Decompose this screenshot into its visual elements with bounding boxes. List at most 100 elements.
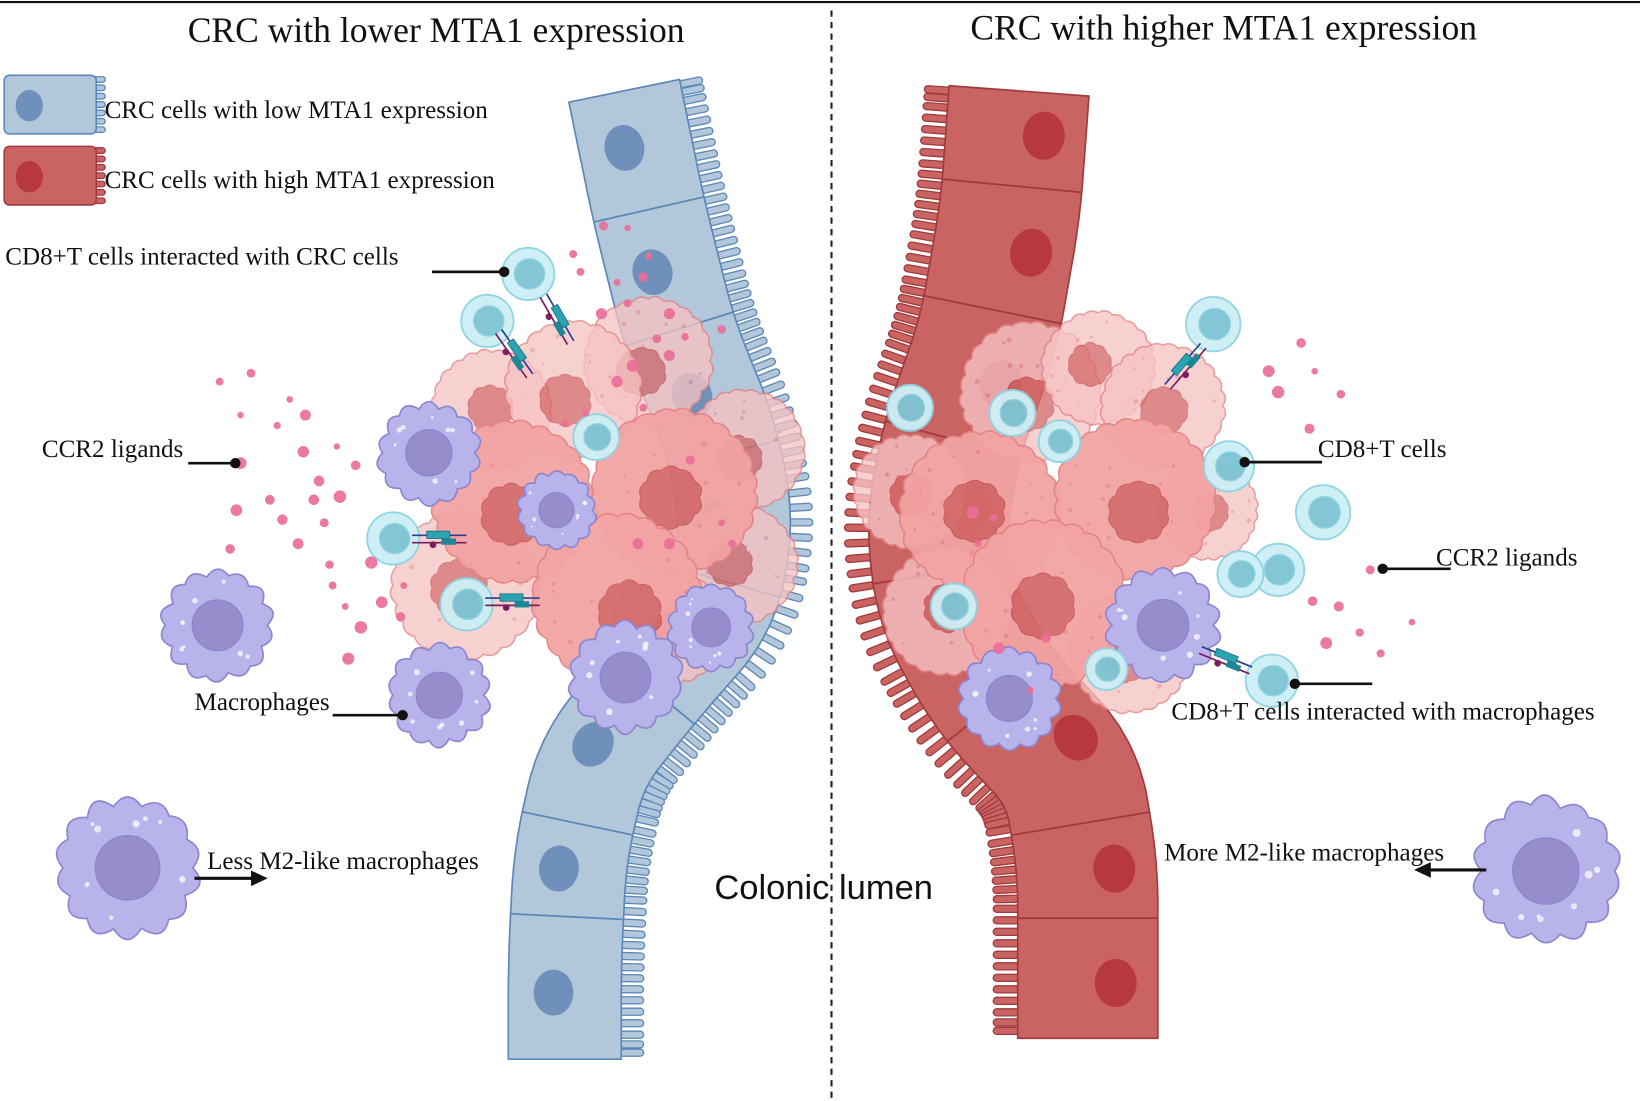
- label-more-m2: More M2-like macrophages: [1164, 840, 1444, 867]
- label-cd8-right: CD8+T cells: [1318, 436, 1447, 463]
- ccr2-ligand-dot: [365, 556, 378, 569]
- nucleus: [1512, 837, 1580, 905]
- nucleus: [1093, 844, 1136, 893]
- macrophage-layer: [55, 400, 1621, 944]
- nucleus: [1094, 656, 1121, 682]
- leader-ccr2-left: [188, 457, 241, 469]
- cd8-t-cell: [929, 582, 978, 631]
- leader-macrophages: [332, 709, 408, 721]
- legend-label-high: CRC cells with high MTA1 expression: [105, 167, 496, 194]
- microvillus: [893, 311, 925, 327]
- microvillus: [985, 824, 1018, 837]
- microvillus: [968, 780, 995, 806]
- nucleus: [1263, 554, 1296, 586]
- nucleus: [191, 599, 244, 652]
- cd8-t-cell: [885, 383, 934, 432]
- ccr2-ligand-dot: [1336, 389, 1346, 399]
- nucleus: [1010, 228, 1053, 277]
- ccr2-ligand-dot: [319, 518, 329, 528]
- microvillus: [984, 815, 1017, 830]
- right-panel-title: CRC with higher MTA1 expression: [970, 8, 1477, 48]
- arrow-right-icon: [194, 870, 268, 887]
- ccr2-ligand-dot: [308, 494, 320, 506]
- macrophage: [567, 619, 684, 736]
- ccr2-ligand-dot: [561, 420, 569, 427]
- macrophage: [160, 568, 274, 683]
- ccr2-ligand-dot: [1041, 632, 1051, 643]
- nucleus: [1308, 495, 1341, 529]
- ccr2-ligand-dot: [639, 403, 648, 412]
- ccr2-ligand-dot: [993, 642, 1005, 655]
- microvillus: [992, 884, 1025, 895]
- nucleus: [1227, 560, 1256, 589]
- macrophage: [666, 583, 755, 673]
- microvillus: [890, 320, 923, 337]
- cd8-t-cell: [1037, 419, 1082, 464]
- ccr2-ligand-dot: [395, 612, 406, 622]
- tcr-receptor-complex: [485, 593, 540, 611]
- nucleus: [941, 592, 970, 621]
- microvillus: [925, 733, 953, 757]
- arrow-left-icon: [1414, 862, 1487, 878]
- ccr2-ligand-dot: [652, 334, 662, 344]
- label-cd8-macrophage: CD8+T cells interacted with macrophages: [1171, 698, 1594, 725]
- label-cd8-crc: CD8+T cells interacted with CRC cells: [5, 244, 398, 271]
- microvillus: [884, 338, 917, 355]
- microvillus: [855, 609, 888, 625]
- macrophage: [388, 641, 491, 749]
- macrophage: [957, 645, 1062, 752]
- leader-dot: [1239, 456, 1250, 468]
- nucleus: [1068, 341, 1112, 387]
- microvillus: [897, 293, 930, 308]
- ccr2-ligand-dot: [1304, 423, 1315, 434]
- cd8-t-cell: [1202, 440, 1255, 493]
- ccr2-ligand-dot: [1355, 628, 1364, 637]
- cd8-t-cell: [988, 389, 1037, 437]
- ccr2-ligand-dot: [215, 377, 224, 386]
- ccr2-ligand-dot: [354, 621, 368, 634]
- ccr2-ligand-dot: [582, 409, 590, 417]
- epithelial-cell: [941, 84, 1090, 194]
- legend-label-low: CRC cells with low MTA1 expression: [105, 97, 489, 124]
- ccr2-ligand-dot: [1311, 367, 1319, 375]
- microvillus: [944, 754, 971, 779]
- cd8-t-cell: [1251, 542, 1306, 597]
- ccr2-ligand-dot: [1307, 596, 1318, 607]
- tcr-receptor-complex: [1198, 645, 1253, 675]
- microvillus: [991, 874, 1025, 885]
- ccr2-ligand-dot: [611, 375, 623, 388]
- microvillus: [918, 159, 951, 170]
- microvillus: [922, 101, 955, 113]
- ccr2-ligand-dot: [273, 421, 281, 430]
- nucleus: [985, 674, 1033, 723]
- ccr2-ligand-dot: [400, 582, 408, 589]
- macrophage: [376, 400, 482, 507]
- ccr2-ligand-dot: [626, 359, 639, 373]
- nucleus: [897, 393, 926, 422]
- ccr2-ligand-dot: [333, 490, 347, 503]
- macrophage: [55, 796, 201, 941]
- microvillus: [917, 169, 950, 180]
- ccr2-ligand-dot: [966, 506, 979, 519]
- nucleus: [639, 465, 702, 530]
- ccr2-ligand-dot: [989, 513, 998, 522]
- leader-dot: [1289, 678, 1301, 690]
- nucleus: [415, 671, 463, 719]
- microvillus: [877, 360, 909, 377]
- microvilli: [843, 85, 1025, 1036]
- label-less-m2: Less M2-like macrophages: [207, 848, 479, 875]
- nucleus: [513, 258, 546, 290]
- ccr2-ligand-dot: [246, 368, 256, 378]
- microvillus: [851, 595, 884, 609]
- nucleus: [1136, 598, 1190, 652]
- microvillus: [912, 209, 945, 222]
- nucleus: [15, 89, 43, 122]
- microvillus: [916, 722, 945, 745]
- microvillus: [872, 652, 904, 672]
- label-ccr2-left: CCR2 ligands: [42, 436, 183, 463]
- ccr2-ligand-dot: [225, 544, 235, 554]
- microvillus: [901, 275, 934, 288]
- cd8-t-cell: [1084, 647, 1129, 692]
- nucleus: [405, 429, 453, 477]
